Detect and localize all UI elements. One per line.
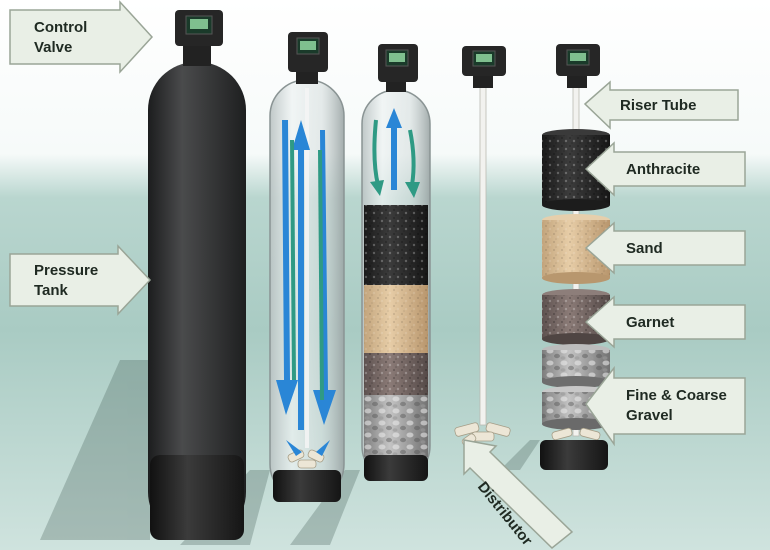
- control-valve-head-1: [175, 10, 223, 66]
- arrow-sand: [584, 221, 746, 275]
- arrow-garnet: [584, 295, 746, 349]
- arrow-control-valve: [9, 0, 154, 74]
- riser-tube-assembly: [454, 84, 511, 447]
- control-valve-head-2: [288, 32, 328, 84]
- flow-arrows: [276, 120, 336, 456]
- pressure-tank-opaque: [148, 62, 246, 540]
- control-valve-head-4: [462, 46, 506, 88]
- filter-tank-with-media: [361, 89, 431, 481]
- arrow-pressure-tank: [9, 244, 152, 316]
- arrow-distributor: [463, 439, 574, 549]
- control-valve-head-3: [378, 44, 418, 92]
- arrow-anthracite: [584, 141, 746, 197]
- arrow-riser-tube: [583, 80, 739, 130]
- control-valve-head-5: [556, 44, 600, 88]
- callout-arrows: [9, 0, 746, 549]
- arrow-gravel: [585, 365, 746, 447]
